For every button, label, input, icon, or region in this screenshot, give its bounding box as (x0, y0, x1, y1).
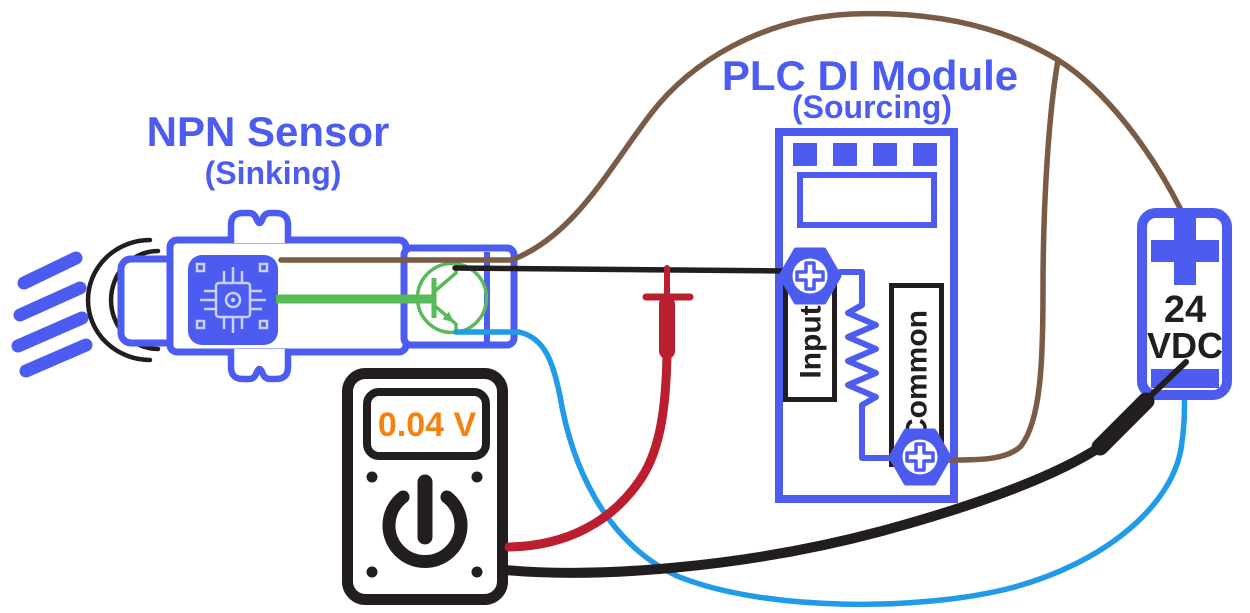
multimeter-screws (366, 471, 483, 578)
supply-unit: VDC (1147, 325, 1223, 366)
black-test-lead (500, 442, 1105, 578)
coil-icon (11, 251, 93, 378)
multimeter-display (363, 388, 490, 460)
chip-icon (188, 255, 278, 345)
brown-24v-wire (278, 10, 1184, 263)
brown-wire-branch-to-common (945, 57, 1061, 463)
plc-module-subtitle: (Sourcing) (792, 89, 952, 125)
supply-voltage: 24 (1164, 289, 1206, 331)
multimeter-reading: 0.04 V (378, 406, 477, 444)
power-button-icon (382, 474, 468, 568)
plc-connector-pins (793, 143, 937, 166)
red-test-lead (504, 350, 672, 552)
black-probe (1091, 359, 1189, 456)
sensor-bottom-nut (227, 349, 292, 383)
plc-module-title: PLC DI Module (722, 52, 1018, 99)
screw-terminal-input (778, 247, 842, 305)
multimeter: 0.04 V (342, 368, 508, 605)
sensor-top-nut (227, 209, 292, 243)
black-signal-wire (452, 265, 789, 274)
blue-0v-wire (453, 329, 1188, 608)
npn-sensor (11, 209, 518, 383)
power-supply: 24 VDC (1137, 208, 1232, 400)
npn-sensor-title: NPN Sensor (147, 108, 390, 155)
plus-symbol (1151, 217, 1219, 285)
plc-status-display (797, 172, 937, 228)
input-label: Input (795, 305, 828, 378)
input-label-box (783, 283, 837, 402)
npn-sensor-subtitle: (Sinking) (205, 155, 342, 191)
red-probe (642, 265, 694, 359)
common-label: Common (901, 310, 934, 440)
screw-terminal-common (888, 428, 952, 486)
resistor-icon (837, 269, 900, 461)
